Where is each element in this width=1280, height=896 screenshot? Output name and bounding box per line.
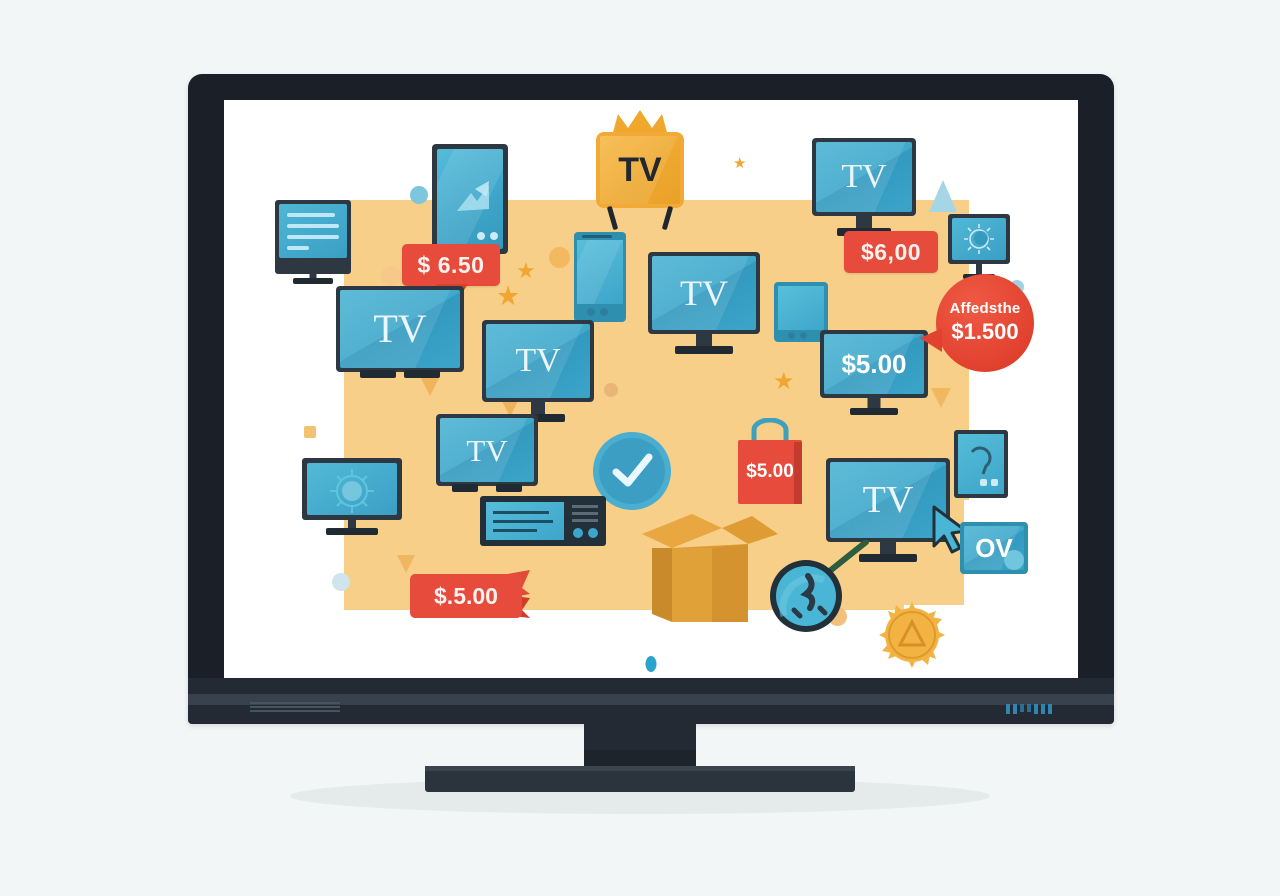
star-icon: ★ (496, 281, 521, 311)
decor-dot (410, 186, 428, 204)
tablet-small-icon[interactable] (774, 282, 828, 342)
tv-foot-left (360, 370, 396, 378)
tv-top-right[interactable]: TV (812, 138, 916, 236)
tablet-right-icon[interactable] (954, 430, 1008, 498)
ov-corner-badge (1004, 550, 1024, 570)
status-indicator-dots (1006, 704, 1052, 714)
tv-label: TV (618, 151, 662, 189)
crown-icon (608, 108, 672, 143)
tv-center[interactable]: TV (648, 252, 760, 354)
power-led-icon[interactable] (645, 656, 657, 672)
sun-badge-icon[interactable] (877, 600, 947, 670)
price-tag-ribbon-500[interactable]: $.5.00 (410, 570, 538, 618)
chin-band (188, 694, 1114, 705)
tv-badge-gold[interactable]: TV (596, 110, 684, 231)
tv-label: TV (862, 479, 914, 521)
star-icon: ★ (773, 368, 795, 395)
monitor-screen[interactable]: ★ ★ ★ ★ ★ (224, 100, 1078, 678)
gear-monitor-icon[interactable] (302, 458, 402, 536)
tv-left-1[interactable]: TV (336, 286, 464, 378)
bag-price-text: $5.00 (746, 461, 794, 482)
monitor-shell: ★ ★ ★ ★ ★ (188, 74, 1114, 724)
monitor-base (425, 766, 855, 792)
tv-foot-right (496, 484, 522, 492)
check-badge-icon[interactable] (591, 430, 673, 512)
open-box-icon[interactable] (636, 504, 782, 626)
smartphone-icon[interactable] (574, 232, 626, 322)
decor-triangle (420, 376, 440, 396)
ov-label: OV (975, 533, 1013, 563)
price-tag-650[interactable]: $ 6.50 (402, 244, 500, 318)
promo-headline: Affedsthe (949, 300, 1021, 318)
promo-tail (920, 328, 942, 352)
decor-dot (549, 247, 570, 268)
settings-monitor-icon[interactable] (948, 214, 1010, 279)
tv-label: TV (373, 306, 427, 351)
price-tag-text: $6,00 (860, 238, 922, 265)
screen-price-text: $5.00 (841, 349, 907, 379)
screen-tag-500[interactable]: $5.00 (820, 330, 928, 415)
tv-left-2[interactable]: TV (482, 320, 594, 422)
tv-ov[interactable]: OV (960, 522, 1028, 574)
decor-dot (332, 573, 350, 591)
tv-foot-left (452, 484, 478, 492)
decor-dot (604, 383, 618, 397)
tv-bottom-right[interactable]: TV (826, 458, 950, 562)
decor-triangle (929, 180, 957, 212)
decor-triangle (931, 388, 951, 408)
tv-label: TV (841, 158, 887, 195)
decor-square (304, 426, 316, 438)
ribbon-price-text: $.5.00 (410, 574, 522, 618)
shopping-bag-icon[interactable]: $5.00 (734, 418, 806, 504)
poster-artwork: ★ ★ ★ ★ ★ (224, 100, 1078, 678)
tv-label: TV (680, 273, 728, 313)
tv-left-3[interactable]: TV (436, 414, 538, 492)
tv-label: TV (466, 432, 508, 468)
monitor-text-lines-icon[interactable] (275, 200, 351, 284)
tv-foot-right (404, 370, 440, 378)
price-tag-600[interactable]: $6,00 (844, 231, 938, 273)
promo-price: $1.500 (951, 319, 1019, 345)
server-device-icon[interactable] (480, 496, 606, 546)
speaker-grille-icon (250, 702, 340, 714)
promo-circle[interactable]: Affedsthe $1.500 (920, 274, 1034, 372)
magnifier-icon[interactable] (764, 539, 869, 636)
decor-dot (381, 266, 401, 286)
star-icon: ★ (733, 155, 747, 172)
tablet-portrait-icon[interactable] (432, 144, 508, 254)
price-tag-text: $ 6.50 (417, 251, 485, 278)
monitor-base-highlight (425, 766, 855, 771)
monitor-chin (188, 656, 1114, 724)
decor-triangle (397, 555, 415, 573)
star-icon: ★ (516, 258, 536, 283)
tv-label: TV (515, 342, 561, 379)
